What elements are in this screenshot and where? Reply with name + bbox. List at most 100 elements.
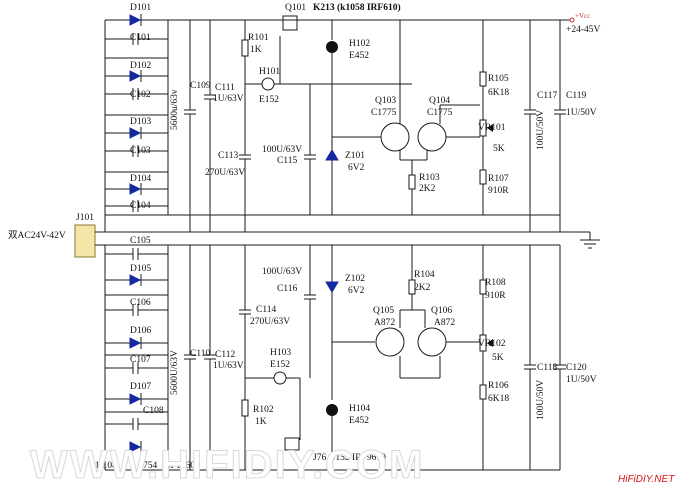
component-labels: D101 C101 D102 C102 D103 C103 D104 C104 … <box>8 2 601 471</box>
label-h102-value: E452 <box>349 51 369 61</box>
label-c120: C120 <box>566 363 587 373</box>
diode-d108 <box>129 441 142 453</box>
label-r103-value: 2K2 <box>419 184 436 194</box>
label-h103: H103 <box>270 348 291 358</box>
label-h101: H101 <box>259 67 280 77</box>
label-c114: C114 <box>256 305 276 315</box>
label-q102-value: J76 (J152 IRF9610 <box>313 452 386 463</box>
label-c113-value: 270U/63V <box>205 168 245 178</box>
label-c112: C112 <box>215 350 235 360</box>
lamp-h102 <box>326 41 338 53</box>
label-c102: C102 <box>130 90 151 100</box>
lamp-h104 <box>326 404 338 416</box>
label-c107: C107 <box>130 355 151 365</box>
rectifier-rails <box>85 19 600 471</box>
zener-z102 <box>325 281 339 293</box>
zener-z101 <box>325 149 339 161</box>
label-r106-value: 6K18 <box>488 394 509 404</box>
label-vr102: VR102 <box>478 339 506 349</box>
label-r108: R108 <box>485 278 506 288</box>
label-q105-value: A872 <box>374 318 395 328</box>
label-z102: Z102 <box>345 274 365 284</box>
label-r103: R103 <box>419 173 440 183</box>
label-c114-value: 270U/63V <box>250 317 290 327</box>
label-r105-value: 6K18 <box>488 88 509 98</box>
watermark: WWW.HIFIDIY.COM HiFiDIY.NET <box>30 443 676 485</box>
label-q106: Q106 <box>431 306 452 316</box>
label-d102: D102 <box>130 61 151 71</box>
watermark-text: WWW.HIFIDIY.COM <box>30 443 424 485</box>
label-d105: D105 <box>130 264 151 274</box>
label-c110: C110 <box>190 349 210 359</box>
label-z101-value: 6V2 <box>348 163 365 173</box>
label-c108: C108 <box>143 406 164 416</box>
diode-d101 <box>129 14 142 26</box>
label-r102-value: 1K <box>255 417 267 427</box>
label-d106: D106 <box>130 326 151 336</box>
connector-j101 <box>74 224 105 258</box>
bridge-bottom <box>105 248 168 453</box>
label-j101: J101 <box>76 213 94 223</box>
label-c110-value: 5600U/63V <box>170 350 180 395</box>
label-r102: R102 <box>253 405 274 415</box>
label-c109: C109 <box>190 81 211 91</box>
label-h101-value: E152 <box>259 95 279 105</box>
led-h103 <box>273 371 287 385</box>
diode-d105 <box>129 274 142 286</box>
label-bottom-m: (M 1460) <box>162 460 198 471</box>
transistor-q106 <box>417 327 447 357</box>
label-c118-value: 100U/50V <box>536 380 546 420</box>
label-r104-value: 2K2 <box>414 283 431 293</box>
label-d107: D107 <box>130 382 151 392</box>
label-c111-value: 1U/63V <box>213 94 244 104</box>
label-c105: C105 <box>130 236 151 246</box>
transistor-q105 <box>375 327 405 357</box>
label-h103-value: E152 <box>270 360 290 370</box>
label-c116-value: 100U/63V <box>262 267 302 277</box>
label-r107-value: 910R <box>488 186 509 196</box>
label-c117: C117 <box>537 91 557 101</box>
bridge-top <box>105 14 168 212</box>
label-q103: Q103 <box>375 96 396 106</box>
label-q104-value: C1775 <box>427 108 453 118</box>
filter-caps <box>184 20 216 470</box>
label-c115-value: 100U/63V <box>262 145 302 155</box>
site-logo-text: HiFiDIY.NET <box>618 474 675 485</box>
label-z102-value: 6V2 <box>348 286 365 296</box>
diode-d106 <box>129 337 142 349</box>
label-c101: C101 <box>130 33 151 43</box>
diode-d103 <box>129 127 142 139</box>
label-c111: C111 <box>215 83 235 93</box>
label-r106: R106 <box>488 381 509 391</box>
label-bottom-mid: 754 <box>143 461 158 471</box>
label-c106: C106 <box>130 298 151 308</box>
label-r107: R107 <box>488 174 509 184</box>
regulator-top <box>239 15 575 232</box>
label-c115: C115 <box>277 156 297 166</box>
label-c109-value: 5600u/63v <box>170 89 180 130</box>
label-h104: H104 <box>349 404 370 414</box>
label-d101: D101 <box>130 3 151 13</box>
label-r101-value: 1K <box>250 45 262 55</box>
label-c116: C116 <box>277 284 297 294</box>
label-d104: D104 <box>130 174 151 184</box>
label-c119: C119 <box>566 91 586 101</box>
label-vr102-value: 5K <box>492 353 504 363</box>
label-h104-value: E452 <box>349 416 369 426</box>
label-c120-value: 1U/50V <box>566 375 597 385</box>
label-r101: R101 <box>248 33 269 43</box>
mosfet-q102 <box>284 437 300 451</box>
diode-d102 <box>129 70 142 82</box>
label-q106-value: A872 <box>434 318 455 328</box>
label-bottom-part: 01-108 <box>90 461 117 471</box>
label-input-voltage: 双AC24V-42V <box>8 230 66 241</box>
label-c119-value: 1U/50V <box>566 108 597 118</box>
transistor-q104 <box>417 122 447 152</box>
transistor-q103 <box>380 122 410 152</box>
label-c112-value: 1U/63V <box>213 361 244 371</box>
led-h101 <box>261 77 275 91</box>
label-r104: R104 <box>414 270 435 280</box>
label-c118: C118 <box>537 363 557 373</box>
label-output-voltage: +24-45V <box>566 25 601 35</box>
